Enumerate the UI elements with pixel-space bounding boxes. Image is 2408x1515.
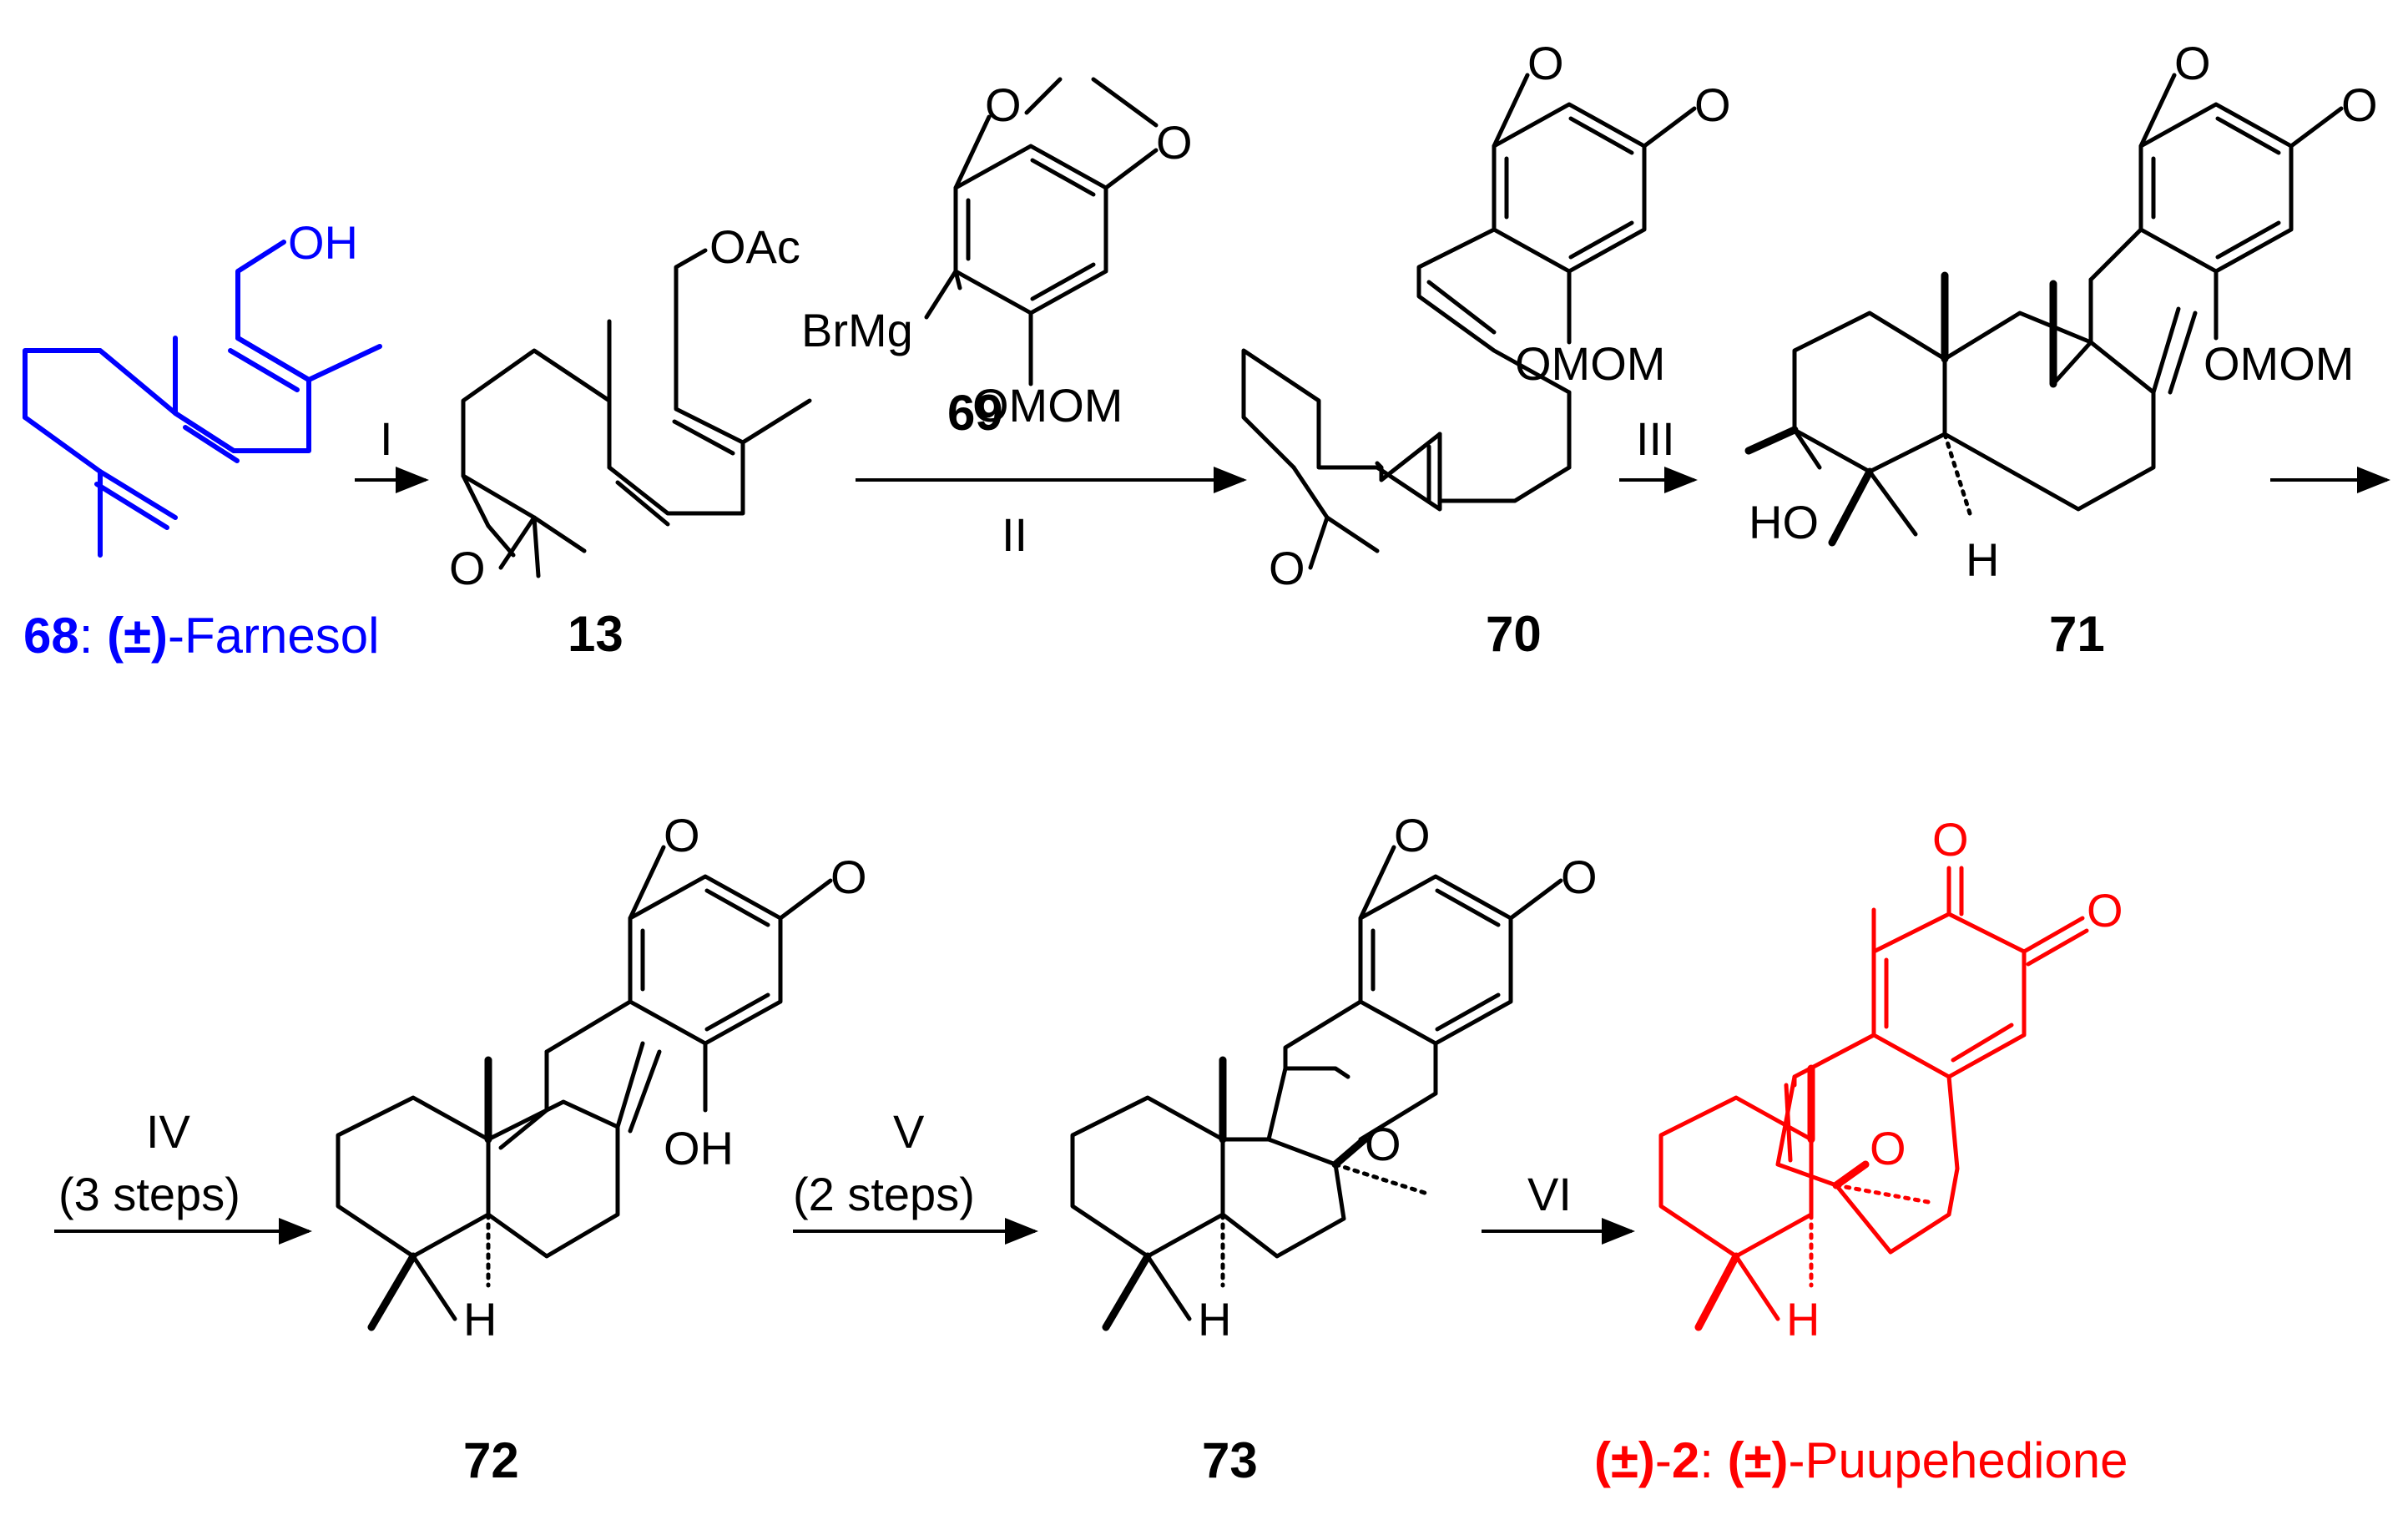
compound-70-o1: O: [1527, 37, 1564, 89]
compound-71-o2: O: [2341, 78, 2378, 131]
compound-72-o1: O: [664, 809, 700, 861]
compound-71-omom: OMOM: [2204, 337, 2354, 390]
compound-70-number: 70: [1486, 606, 1542, 662]
compound-73-h: H: [1198, 1293, 1231, 1346]
compound-2-h: H: [1786, 1293, 1820, 1346]
compound-73-number: 73: [1202, 1432, 1258, 1488]
compound-69-o1: O: [985, 78, 1022, 131]
compound-73-o1: O: [1394, 809, 1431, 861]
compound-2-pm1: (±): [1594, 1432, 1655, 1488]
step-4-label: IV: [146, 1105, 191, 1158]
step-5-note: (2 steps): [793, 1168, 975, 1220]
compound-69-structure: [924, 77, 1159, 386]
compound-2-pm2: (±): [1728, 1432, 1789, 1488]
compound-69-number: 69: [947, 385, 1003, 441]
compound-72-structure: [336, 845, 833, 1331]
compound-72-oh: OH: [664, 1122, 734, 1174]
compound-2-ketone-o2: O: [2087, 884, 2123, 937]
step-3-label: III: [1636, 412, 1675, 465]
compound-68-name: -Farnesol: [168, 608, 379, 664]
step-1-label: I: [380, 412, 393, 465]
compound-2-dash: -: [1655, 1432, 1672, 1488]
compound-2-sep: :: [1699, 1432, 1727, 1488]
compound-70-structure: [1241, 73, 1697, 570]
compound-72-h: H: [463, 1293, 497, 1346]
compound-68-caption: 68: (±)-Farnesol: [23, 608, 379, 664]
compound-68-sep: :: [79, 608, 107, 664]
compound-13-epoxide-o: O: [449, 542, 486, 594]
compound-13-structure: [461, 248, 812, 578]
step-4-note: (3 steps): [58, 1168, 240, 1220]
compound-71-o1: O: [2174, 37, 2211, 89]
compound-68-pm: (±): [107, 608, 168, 664]
step-5-label: V: [893, 1105, 925, 1158]
compound-73-o2: O: [1561, 851, 1598, 903]
compound-72-o2: O: [830, 851, 867, 903]
compound-2-ketone-o1: O: [1932, 813, 1969, 866]
compound-68-farnesol: [23, 240, 382, 558]
compound-70-omom: OMOM: [1515, 337, 1665, 390]
compound-70-o2: O: [1694, 78, 1731, 131]
compound-68-number: 68: [23, 608, 79, 664]
compound-2-puupehedione: [1658, 866, 2089, 1331]
compound-69-brmg: BrMg: [801, 304, 913, 356]
compound-69-o2: O: [1156, 116, 1193, 169]
step-6-label: VI: [1527, 1168, 1572, 1220]
compound-73-ring-o: O: [1365, 1118, 1401, 1170]
compound-2-caption: (±)-2: (±)-Puupehedione: [1594, 1432, 2128, 1488]
step-2-label: II: [1002, 508, 1027, 561]
compound-13-oac: OAc: [709, 220, 800, 273]
farnesol-oh-label: OH: [288, 216, 358, 269]
compound-72-number: 72: [463, 1432, 519, 1488]
compound-71-number: 71: [2049, 606, 2105, 662]
compound-71-structure: [1744, 73, 2344, 547]
compound-69-omom: OMOM: [972, 379, 1123, 432]
compound-70-epoxide-o: O: [1269, 542, 1305, 594]
compound-2-ring-o: O: [1870, 1122, 1906, 1174]
compound-73-structure: [1070, 845, 1563, 1331]
compound-71-h: H: [1966, 533, 1999, 586]
compound-71-ho: HO: [1749, 496, 1819, 548]
compound-13-number: 13: [568, 606, 623, 662]
compound-2-name: -Puupehedione: [1788, 1432, 2128, 1488]
compound-2-number: 2: [1672, 1432, 1699, 1488]
